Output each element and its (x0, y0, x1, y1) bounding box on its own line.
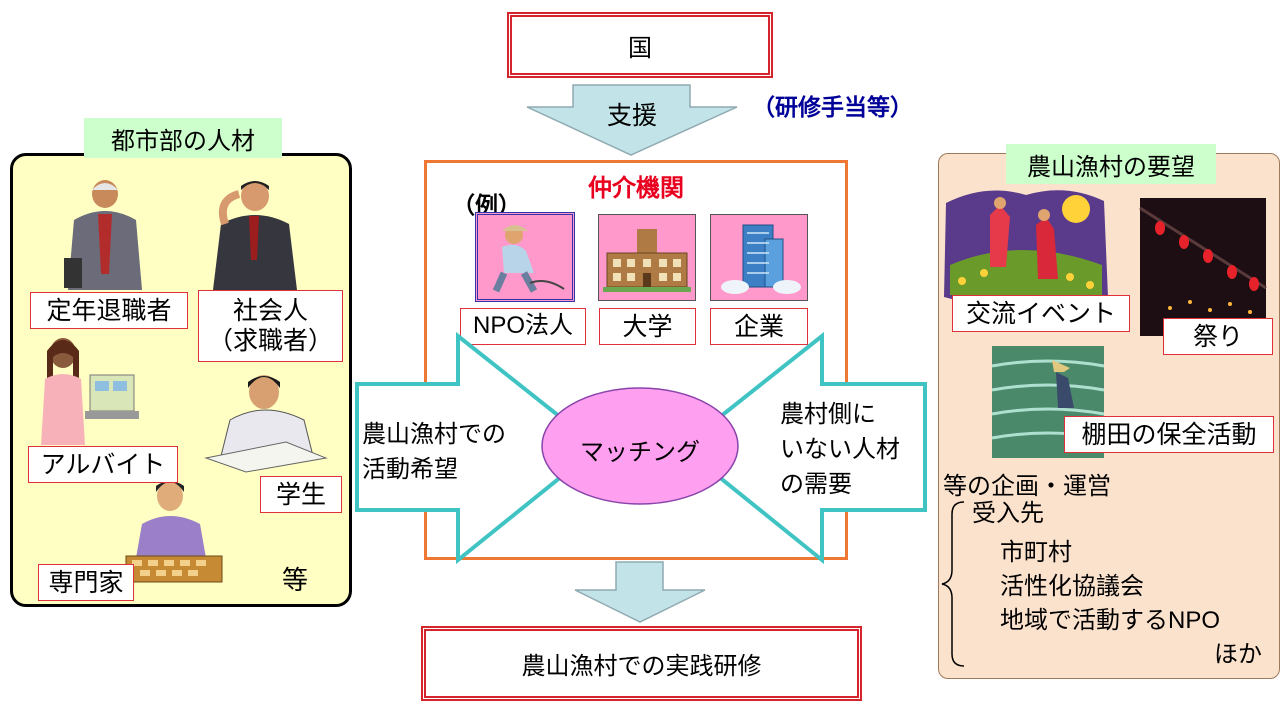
exchange-event-illustration (944, 190, 1108, 304)
left-hollow-arrow (355, 331, 602, 565)
recipients-etc: ほか (1214, 641, 1262, 668)
country-box: 国 (507, 12, 773, 78)
expert-illustration (125, 481, 223, 583)
matching-label: マッチング (580, 439, 700, 466)
event-label: 交流イベント (952, 295, 1130, 332)
npo-tile (475, 212, 575, 302)
support-note: （研修手当等） (752, 94, 913, 120)
recipients-brace (941, 501, 965, 667)
left-etc: 等 (282, 565, 309, 595)
left-title: 都市部の人材 (84, 118, 282, 158)
right-title: 農山漁村の要望 (1006, 144, 1216, 184)
expert-label: 専門家 (38, 564, 134, 601)
planning-text: 等の企画・運営 (943, 473, 1111, 500)
npo-worker-illustration (492, 225, 565, 293)
university-tile (598, 214, 696, 301)
terrace-label: 棚田の保全活動 (1064, 416, 1274, 453)
support-label: 支援 (606, 102, 657, 130)
training-label: 農山漁村での実践研修 (521, 653, 762, 680)
recipient-item-council: 活性化協議会 (1000, 573, 1144, 600)
retiree-label: 定年退職者 (30, 292, 188, 329)
company-building-illustration (721, 224, 801, 294)
university-label: 大学 (599, 308, 696, 345)
recipient-item-municipality: 市町村 (1000, 539, 1072, 566)
festival-illustration (1139, 198, 1267, 336)
intermediary-frame (424, 160, 848, 560)
student-label: 学生 (260, 476, 342, 513)
left-arrow-text: 農山漁村での 活動希望 (362, 421, 506, 483)
student-illustration (204, 375, 328, 473)
company-label: 企業 (710, 308, 808, 345)
recipients-title: 受入先 (972, 500, 1044, 527)
worker-illustration (213, 181, 297, 290)
worker-label: 社会人 （求職者） (198, 290, 343, 362)
university-building-illustration (603, 229, 691, 292)
right-hollow-arrow (678, 331, 927, 565)
company-tile (710, 214, 808, 301)
country-label: 国 (628, 34, 652, 62)
parttime-label: アルバイト (28, 446, 178, 483)
npo-label: NPO法人 (460, 308, 586, 345)
training-box: 農山漁村での実践研修 (421, 626, 862, 701)
matching-ellipse (541, 387, 739, 505)
festival-label: 祭り (1163, 318, 1273, 355)
right-arrow-text: 農村側に いない人材 の需要 (780, 401, 900, 498)
recipient-item-local-npo: 地域で活動するNPO (1000, 607, 1221, 634)
parttime-illustration (41, 338, 139, 445)
intermediary-title: 仲介機関 (588, 175, 684, 202)
retiree-illustration (64, 180, 142, 290)
